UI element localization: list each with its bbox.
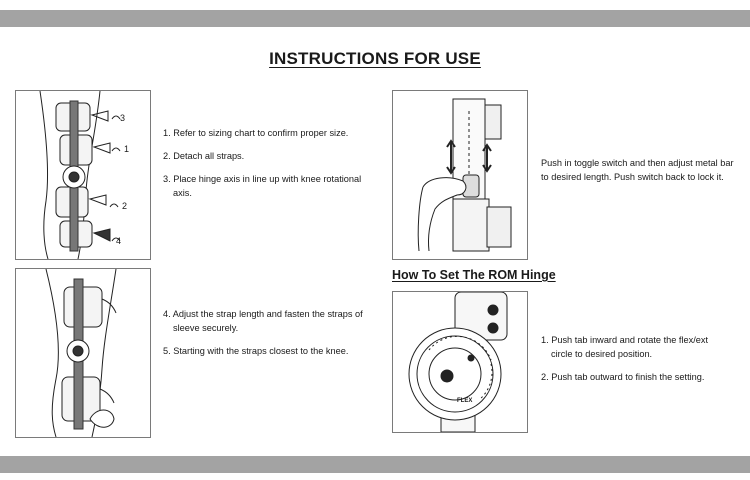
steps-1-3: 1. Refer to sizing chart to confirm prop… [163,126,378,209]
step-1: 1. Refer to sizing chart to confirm prop… [163,128,349,138]
toggle-line-1: Push in toggle switch and then adjust me… [541,158,734,168]
bottom-band [0,456,750,473]
page-title: INSTRUCTIONS FOR USE [269,49,481,68]
strap-number-1: 1 [124,144,130,154]
step-3: 3. Place hinge axis in line up with knee… [163,174,362,198]
step-5: 5. Starting with the straps closest to t… [163,346,349,356]
strap-number-2: 2 [122,201,128,211]
step-4: 4. Adjust the strap length and fasten th… [163,309,363,333]
top-band [0,10,750,27]
rom-hinge-illustration: FLEX [392,291,528,433]
rom-step-1: 1. Push tab inward and rotate the flex/e… [541,335,709,359]
leg-straps-illustration: 3 1 2 4 [15,90,151,260]
rom-steps: 1. Push tab inward and rotate the flex/e… [541,333,746,393]
strap-fastening-illustration [15,268,151,438]
strap-number-4: 4 [116,236,122,246]
strap-number-3: 3 [120,113,126,123]
steps-4-5: 4. Adjust the strap length and fasten th… [163,307,378,367]
toggle-switch-illustration [392,90,528,260]
rom-step-2: 2. Push tab outward to finish the settin… [541,372,705,382]
step-2: 2. Detach all straps. [163,151,245,161]
dial-flex-label: FLEX [457,398,473,404]
rom-hinge-title: How To Set The ROM Hinge [392,268,556,282]
toggle-instructions: Push in toggle switch and then adjust me… [541,156,746,184]
toggle-line-2: to desired length. Push switch back to l… [541,172,724,182]
